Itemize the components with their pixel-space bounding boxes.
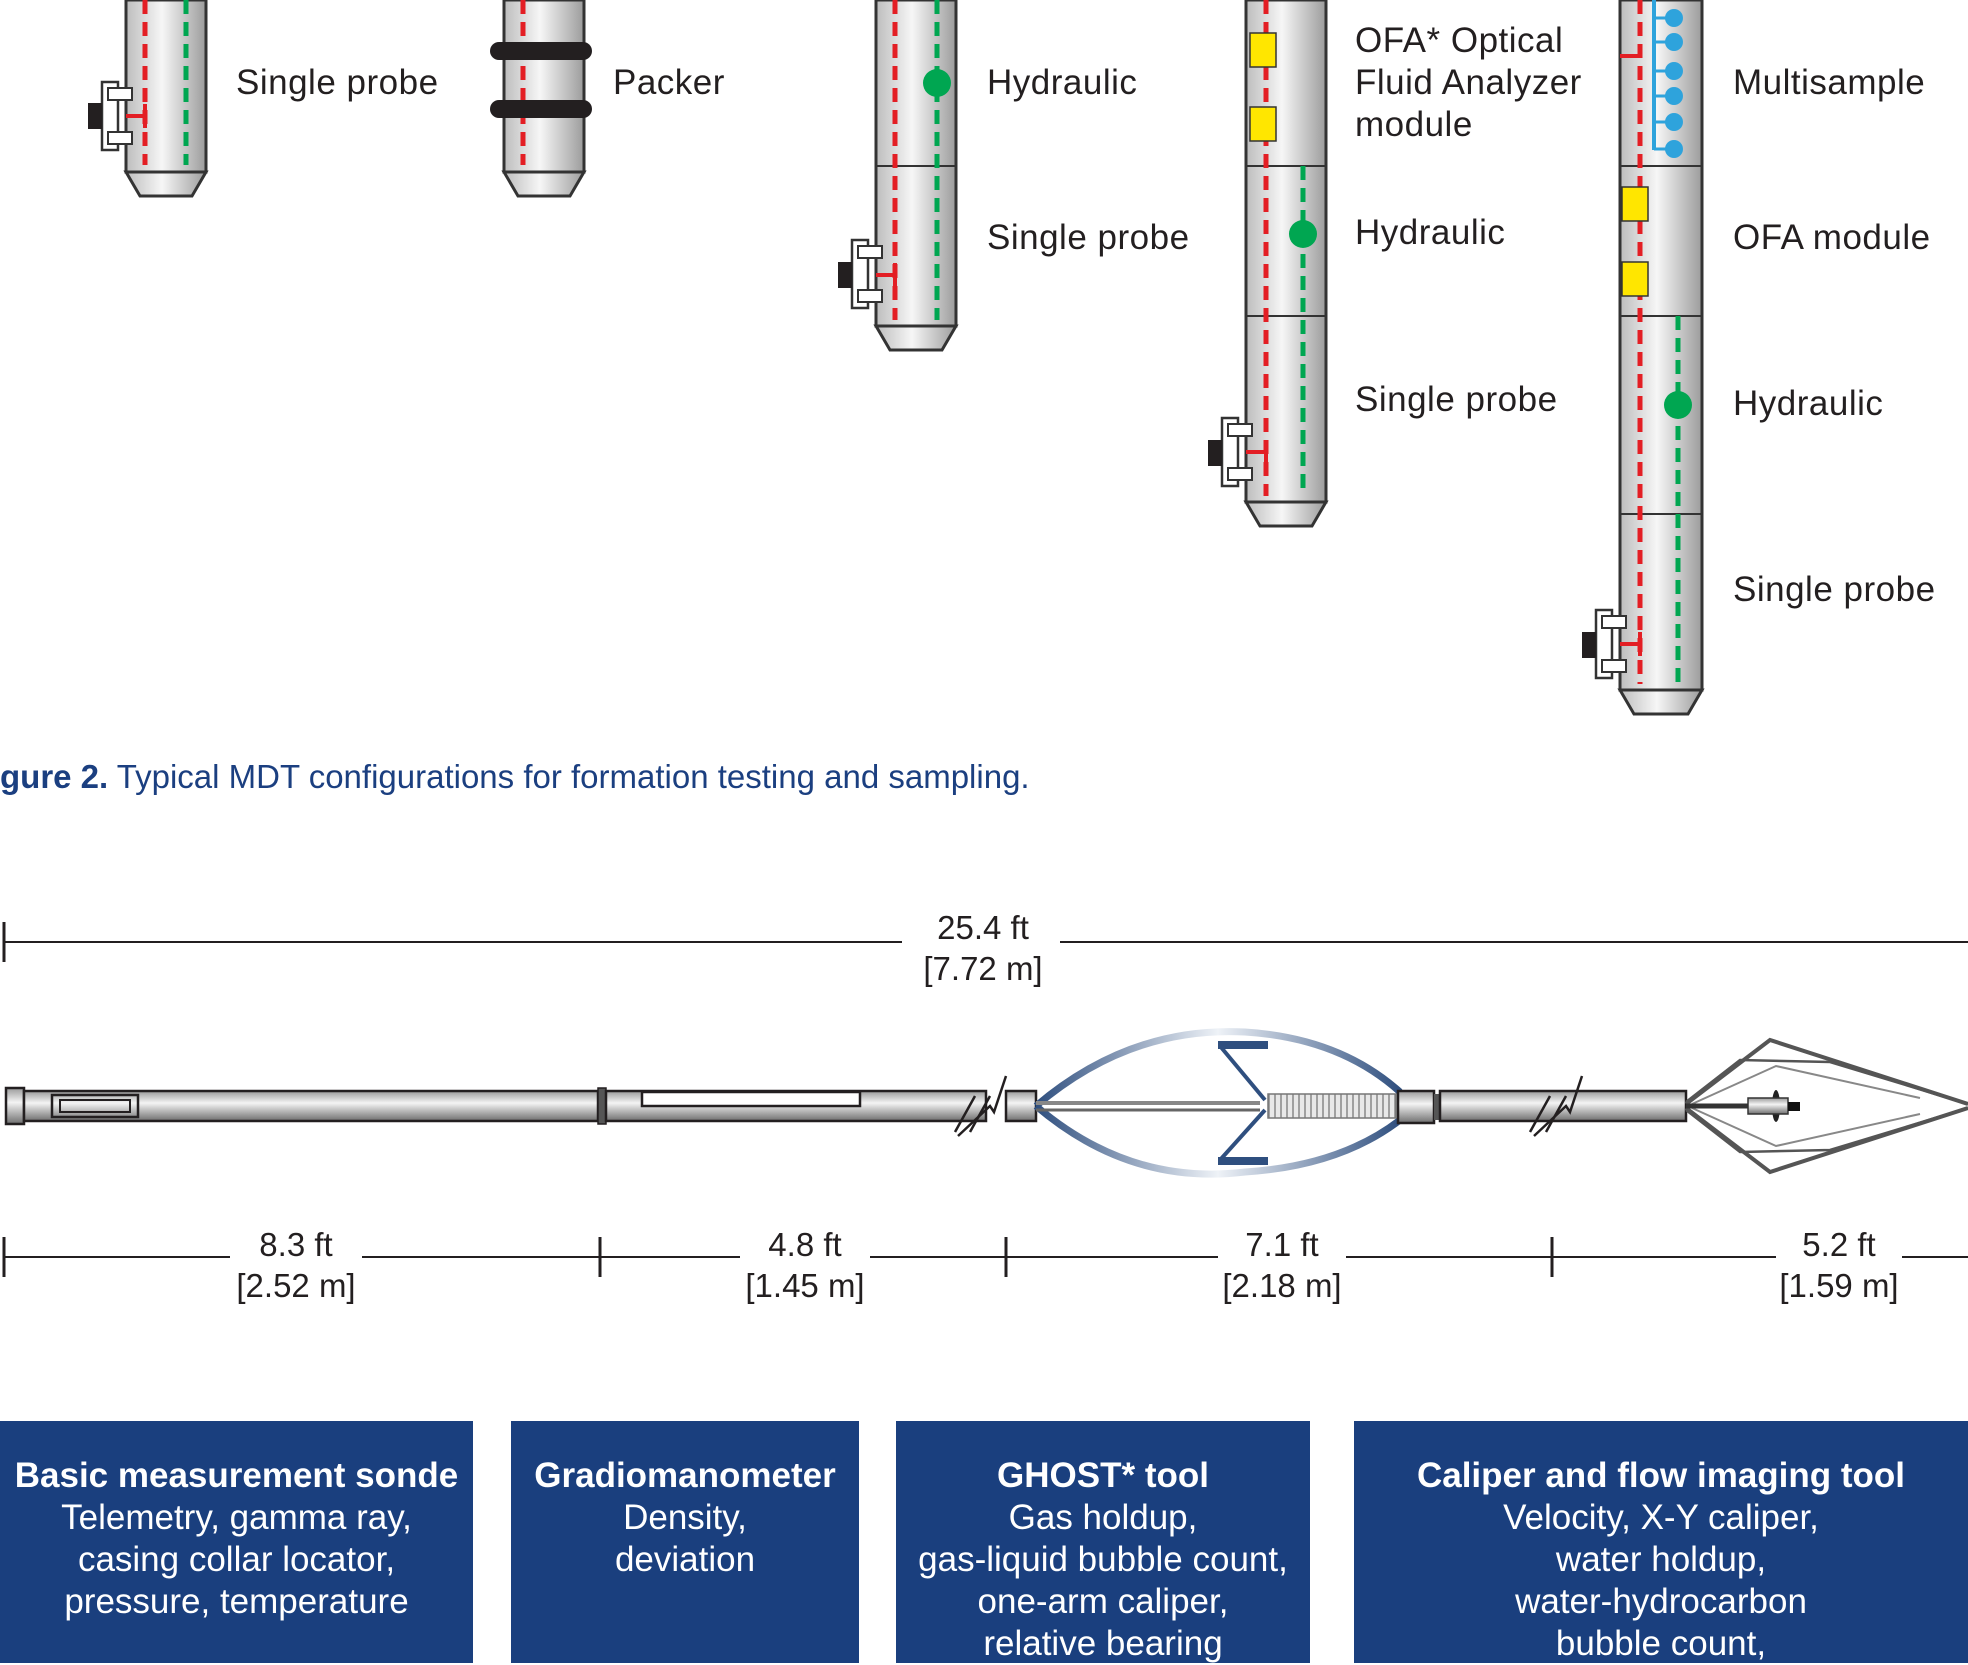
tool-description: Telemetry, gamma ray, casing collar loca… (61, 1498, 412, 1621)
label-ofa-line3: module (1355, 105, 1473, 144)
tool-description: Velocity, X-Y caliper, water holdup, wat… (1503, 1498, 1819, 1663)
mdt-tool-4 (1208, 0, 1329, 528)
mdt-tool-2 (490, 0, 592, 198)
mdt-tool-3 (838, 0, 959, 352)
label-hydraulic-3: Hydraulic (1733, 384, 1884, 423)
dim-total-m: [7.72 m] (923, 950, 1043, 987)
probe-icon (1582, 608, 1642, 680)
probe-icon (1208, 416, 1268, 488)
dim-seg1-ft: 8.3 ft (259, 1226, 333, 1263)
dim-total-ft: 25.4 ft (937, 909, 1029, 946)
label-hydraulic-1: Hydraulic (987, 63, 1138, 102)
mdt-tool-5 (1582, 0, 1705, 716)
tool-title: Basic measurement sonde (14, 1456, 459, 1495)
label-single-probe-3: Single probe (1355, 380, 1558, 419)
ofa-module-icon (1249, 32, 1277, 68)
segment-dimension-lines (2, 1237, 1968, 1277)
dim-seg1-m: [2.52 m] (236, 1267, 356, 1304)
hydraulic-pump-icon (1289, 220, 1317, 248)
label-single-probe-2: Single probe (987, 218, 1190, 257)
tool-box-gradiomanometer: Gradiomanometer Density, deviation (511, 1421, 859, 1663)
tool-title: Gradiomanometer (534, 1456, 836, 1495)
dim-seg3-ft: 7.1 ft (1245, 1226, 1319, 1263)
label-multisample: Multisample (1733, 63, 1926, 102)
bowspring-top (1033, 1028, 1403, 1109)
overall-dimension-line (2, 922, 1968, 962)
dim-seg3-m: [2.18 m] (1222, 1267, 1342, 1304)
label-single-probe-1: Single probe (236, 63, 439, 102)
tool-title: GHOST* tool (997, 1456, 1209, 1495)
sample-bottles-icon (1652, 0, 1683, 158)
packer-ring (490, 42, 592, 60)
label-hydraulic-2: Hydraulic (1355, 213, 1506, 252)
dim-seg4-m: [1.59 m] (1779, 1267, 1899, 1304)
label-ofa-line2: Fluid Analyzer (1355, 63, 1582, 102)
figure-caption: gure 2. Typical MDT configurations for f… (0, 758, 1030, 796)
label-ofa-module: OFA module (1733, 218, 1931, 257)
dim-seg4-ft: 5.2 ft (1802, 1226, 1876, 1263)
figure-number: gure 2. (0, 758, 109, 795)
label-single-probe-4: Single probe (1733, 570, 1936, 609)
dim-seg2-m: [1.45 m] (745, 1267, 865, 1304)
mdt-tool-1 (88, 0, 209, 198)
dim-seg2-ft: 4.8 ft (768, 1226, 842, 1263)
caption-text: Typical MDT configurations for formation… (108, 758, 1030, 795)
tool-box-caliper: Caliper and flow imaging tool Velocity, … (1354, 1421, 1968, 1663)
label-ofa-line1: OFA* Optical (1355, 21, 1564, 60)
hydraulic-pump-icon (923, 69, 951, 97)
bowspring-bottom (1033, 1103, 1403, 1178)
spinner-icon (1747, 1090, 1800, 1122)
tool-description: Density, deviation (614, 1498, 756, 1579)
probe-icon (88, 80, 147, 152)
spring-coil (1267, 1093, 1397, 1119)
label-packer: Packer (613, 63, 725, 102)
probe-icon (838, 238, 897, 310)
ofa-module-icon (1621, 261, 1649, 297)
caliper-cage (1684, 1037, 1968, 1175)
hydraulic-pump-icon (1664, 391, 1692, 419)
ofa-module-icon (1249, 106, 1277, 142)
tool-description: Gas holdup, gas-liquid bubble count, one… (918, 1498, 1288, 1663)
tool-title: Caliper and flow imaging tool (1416, 1456, 1906, 1495)
ofa-module-icon (1621, 186, 1649, 222)
tool-box-ghost: GHOST* tool Gas holdup, gas-liquid bubbl… (896, 1421, 1310, 1663)
production-logging-string (4, 1028, 1968, 1178)
tool-box-sonde: Basic measurement sonde Telemetry, gamma… (0, 1421, 473, 1663)
packer-ring (490, 100, 592, 118)
